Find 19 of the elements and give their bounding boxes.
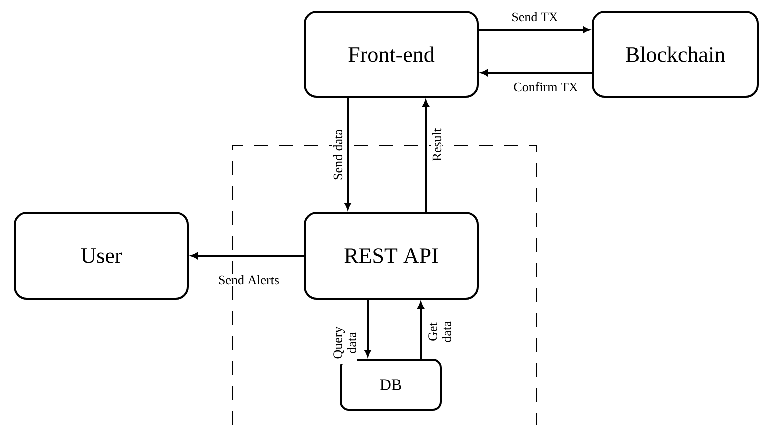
arrow [422, 100, 430, 212]
edge-label: Send Alerts [218, 274, 281, 286]
arrow [344, 98, 352, 210]
process-box: User [14, 212, 189, 300]
process-box: REST API [304, 212, 479, 300]
arrow [364, 300, 372, 357]
arrow [479, 26, 590, 34]
process-box: DB [340, 359, 442, 411]
process-box: Front-end [304, 11, 479, 98]
process-box: Blockchain [592, 11, 759, 98]
edge-label: Query data [332, 322, 358, 364]
arrow [418, 302, 424, 359]
arrow [481, 70, 592, 76]
edge-label: Result [431, 127, 443, 163]
edge-label: Send data [332, 128, 344, 182]
edge-label: Confirm TX [512, 81, 580, 93]
edge-label: Get data [428, 311, 452, 353]
edge-label: Send TX [510, 11, 560, 23]
arrow [191, 252, 304, 260]
